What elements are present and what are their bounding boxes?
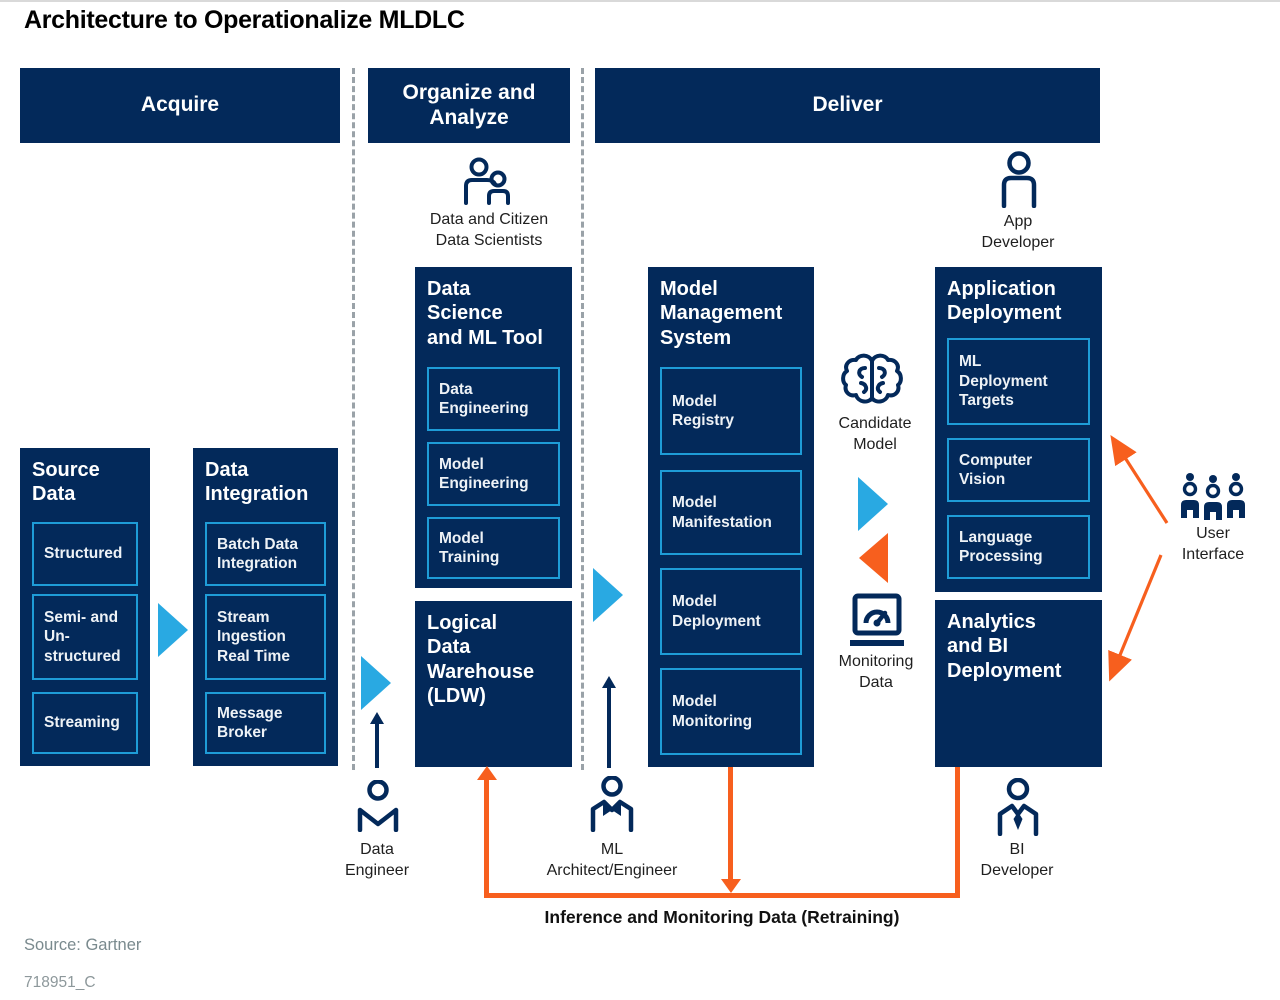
box-analytics-bi-deployment: Analytics and BI Deployment <box>935 600 1102 767</box>
ml-architect-up-arrow-head <box>602 676 616 688</box>
box-application-deployment: Application Deployment ML Deployment Tar… <box>935 267 1102 592</box>
phase-bar-deliver: Deliver <box>595 68 1100 143</box>
flow-arrow-integration-to-ldw <box>361 656 391 710</box>
phase-label-acquire: Acquire <box>140 93 220 117</box>
data-scientists-icon <box>464 157 510 205</box>
phase-label-organize-analyze: Organize and Analyze <box>402 81 536 129</box>
box-source-data: Source Data Structured Semi- and Un- str… <box>20 448 150 766</box>
label-data-engineer: Data Engineer <box>344 841 410 879</box>
box-application-deployment-title: Application Deployment <box>947 278 1062 325</box>
retrain-arrowhead-into-ldw <box>477 766 497 780</box>
ui-arrow-to-analytics-bi-deployment <box>1108 554 1163 682</box>
subbox-structured: Structured <box>32 522 138 586</box>
subbox-model-manifestation: Model Manifestation <box>660 470 802 555</box>
retrain-line-up-to-ldw <box>484 780 489 898</box>
retrain-arrowhead-down-from-mms <box>721 879 741 893</box>
subbox-message-broker: Message Broker <box>205 692 326 754</box>
retrain-line-from-mms <box>728 767 733 880</box>
flow-arrow-candidate-model-right <box>858 477 888 531</box>
subbox-model-deployment: Model Deployment <box>660 568 802 655</box>
bi-developer-icon <box>997 778 1039 836</box>
subbox-semi-unstructured: Semi- and Un- structured <box>32 594 138 680</box>
box-logical-data-warehouse: Logical Data Warehouse (LDW) <box>415 601 572 767</box>
box-model-management-system-title: Model Management System <box>660 278 783 349</box>
phase-bar-acquire: Acquire <box>20 68 340 143</box>
data-engineer-icon <box>357 780 399 832</box>
source-attribution: Source: Gartner <box>24 936 142 954</box>
box-data-science-ml-tool: Data Science and ML Tool Data Engineerin… <box>415 267 572 588</box>
subbox-model-monitoring: Model Monitoring <box>660 668 802 755</box>
data-engineer-up-arrow-line <box>375 724 379 768</box>
flow-arrow-monitoring-left <box>859 533 888 583</box>
phase-divider-1 <box>352 68 355 770</box>
document-id: 718951_C <box>24 974 96 991</box>
candidate-model-brain-icon <box>841 353 903 404</box>
subbox-data-engineering: Data Engineering <box>427 367 560 431</box>
data-engineer-up-arrow-head <box>370 712 384 724</box>
box-model-management-system: Model Management System Model Registry M… <box>648 267 814 767</box>
flow-arrow-source-to-integration <box>158 603 188 657</box>
box-source-data-title: Source Data <box>32 459 100 506</box>
box-data-integration: Data Integration Batch Data Integration … <box>193 448 338 766</box>
ml-architect-icon <box>590 776 634 832</box>
subbox-computer-vision: Computer Vision <box>947 438 1090 502</box>
user-interface-people-icon <box>1181 473 1245 520</box>
subbox-stream-ingestion: Stream Ingestion Real Time <box>205 594 326 680</box>
label-monitoring-data: Monitoring Data <box>838 653 914 691</box>
label-data-scientists: Data and Citizen Data Scientists <box>429 211 549 249</box>
diagram-title: Architecture to Operationalize MLDLC <box>24 6 465 34</box>
monitoring-data-laptop-icon <box>850 593 904 646</box>
app-developer-icon <box>1001 151 1037 208</box>
box-data-science-ml-tool-title: Data Science and ML Tool <box>427 278 543 349</box>
top-rule <box>0 0 1280 2</box>
label-app-developer: App Developer <box>981 213 1055 251</box>
ui-arrow-to-application-deployment <box>1110 434 1169 524</box>
label-bi-developer: BI Developer <box>980 841 1054 879</box>
retrain-line-from-bi-deployment <box>955 767 960 898</box>
box-analytics-bi-deployment-title: Analytics and BI Deployment <box>947 611 1062 682</box>
label-inference-monitoring-retraining: Inference and Monitoring Data (Retrainin… <box>544 907 900 927</box>
box-data-integration-title: Data Integration <box>205 459 309 506</box>
label-ml-architect: ML Architect/Engineer <box>546 841 678 879</box>
subbox-ml-deployment-targets: ML Deployment Targets <box>947 338 1090 425</box>
subbox-model-engineering: Model Engineering <box>427 442 560 506</box>
phase-label-deliver: Deliver <box>812 93 883 117</box>
retrain-line-horizontal <box>484 893 960 898</box>
phase-divider-2 <box>581 68 584 770</box>
subbox-batch-data-integration: Batch Data Integration <box>205 522 326 586</box>
subbox-language-processing: Language Processing <box>947 515 1090 579</box>
label-user-interface: User Interface <box>1181 525 1245 563</box>
subbox-model-training: Model Training <box>427 517 560 579</box>
subbox-streaming: Streaming <box>32 692 138 754</box>
subbox-model-registry: Model Registry <box>660 367 802 455</box>
flow-arrow-ldw-to-mms <box>593 568 623 622</box>
label-candidate-model: Candidate Model <box>838 415 912 453</box>
ml-architect-up-arrow-line <box>607 688 611 768</box>
box-logical-data-warehouse-title: Logical Data Warehouse (LDW) <box>427 612 535 708</box>
user-interface-arrows <box>1108 434 1169 682</box>
phase-bar-organize-analyze: Organize and Analyze <box>368 68 570 143</box>
